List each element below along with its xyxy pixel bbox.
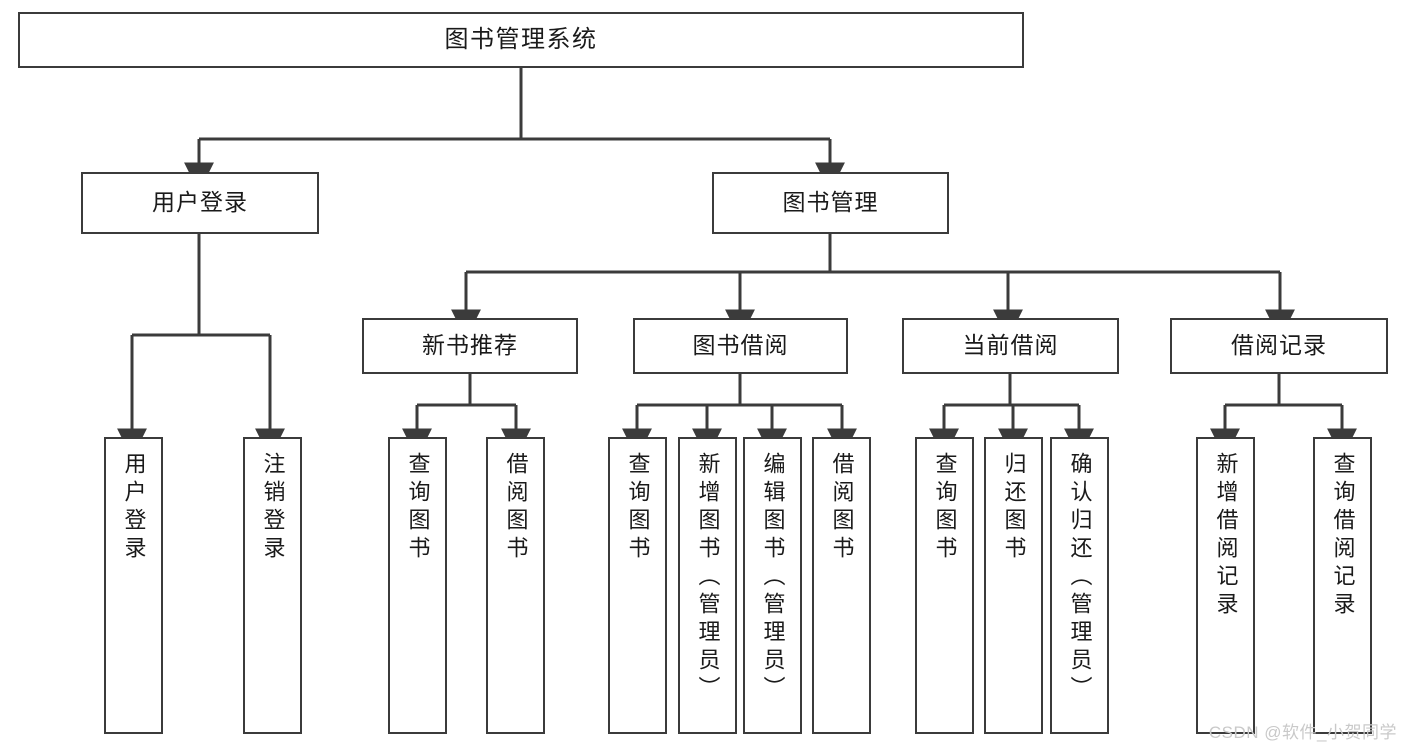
node-borrow-record[interactable]: 借阅记录: [1170, 318, 1388, 374]
node-label: 查询图书: [932, 452, 958, 564]
csdn-watermark: CSDN @软件_小贺同学: [1208, 723, 1397, 742]
node-label: 图书管理: [782, 189, 879, 216]
node-current-borrow[interactable]: 当前借阅: [902, 318, 1119, 374]
leaf-borrow-book[interactable]: 借阅图书: [812, 437, 871, 734]
leaf-edit-book-admin[interactable]: 编辑图书（管理员）: [743, 437, 802, 734]
leaf-confirm-return-admin[interactable]: 确认归还（管理员）: [1050, 437, 1109, 734]
node-label: 注销登录: [260, 452, 286, 564]
leaf-add-book-admin[interactable]: 新增图书（管理员）: [678, 437, 737, 734]
leaf-query-book-borrow[interactable]: 查询图书: [608, 437, 667, 734]
node-label: 图书借阅: [692, 332, 789, 359]
node-label: 编辑图书（管理员）: [760, 452, 786, 704]
node-label: 查询图书: [405, 452, 431, 564]
node-label: 借阅图书: [829, 452, 855, 564]
node-label: 确认归还（管理员）: [1067, 452, 1093, 704]
leaf-return-book[interactable]: 归还图书: [984, 437, 1043, 734]
node-label: 归还图书: [1001, 452, 1027, 564]
node-label: 图书管理系统: [444, 25, 598, 53]
leaf-query-book-current[interactable]: 查询图书: [915, 437, 974, 734]
node-root-book-management-system[interactable]: 图书管理系统: [18, 12, 1024, 68]
node-book-borrow[interactable]: 图书借阅: [633, 318, 848, 374]
leaf-user-login[interactable]: 用户登录: [104, 437, 163, 734]
node-new-book-recommendation[interactable]: 新书推荐: [362, 318, 578, 374]
node-label: 借阅图书: [503, 452, 529, 564]
node-label: 查询图书: [625, 452, 651, 564]
node-label: 用户登录: [152, 189, 248, 216]
node-label: 当前借阅: [962, 332, 1059, 359]
leaf-query-borrow-record[interactable]: 查询借阅记录: [1313, 437, 1372, 734]
leaf-borrow-book-recommendation[interactable]: 借阅图书: [486, 437, 545, 734]
leaf-logout[interactable]: 注销登录: [243, 437, 302, 734]
node-label: 新增图书（管理员）: [695, 452, 721, 704]
leaf-query-book-recommendation[interactable]: 查询图书: [388, 437, 447, 734]
leaf-add-borrow-record[interactable]: 新增借阅记录: [1196, 437, 1255, 734]
node-label: 借阅记录: [1231, 332, 1327, 359]
node-label: 新增借阅记录: [1213, 452, 1239, 620]
node-label: 新书推荐: [422, 332, 518, 359]
node-user-login[interactable]: 用户登录: [81, 172, 319, 234]
node-label: 查询借阅记录: [1330, 452, 1356, 620]
node-label: 用户登录: [121, 452, 147, 564]
node-book-management[interactable]: 图书管理: [712, 172, 949, 234]
